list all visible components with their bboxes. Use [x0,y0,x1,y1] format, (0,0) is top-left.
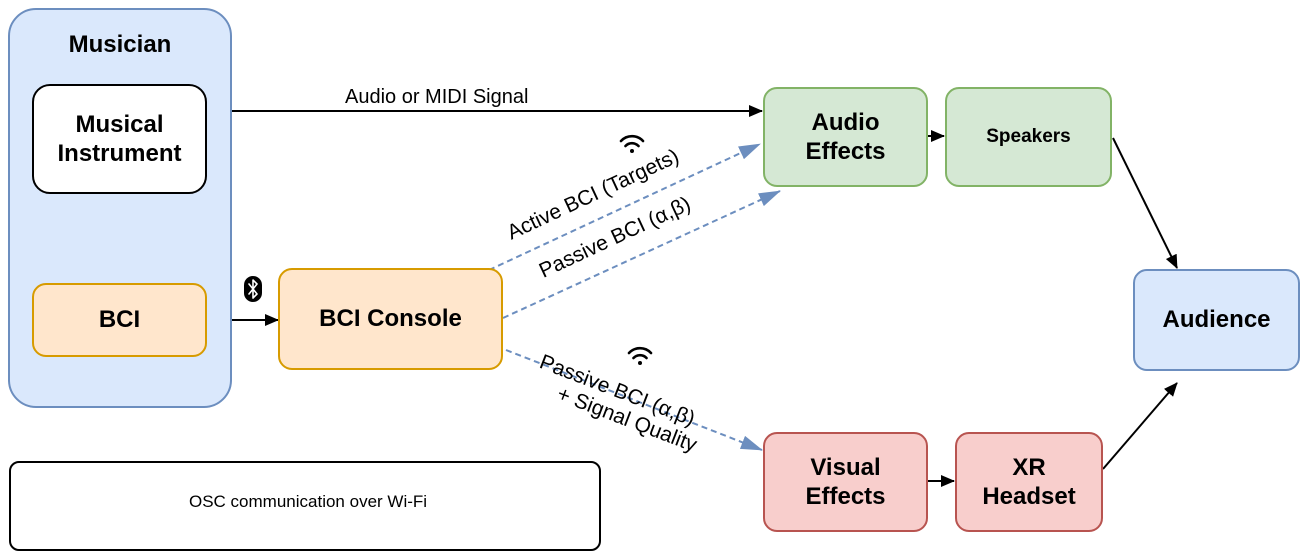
diagram-canvas: Musician Musical Instrument BCI BCI Cons… [8,8,1300,551]
legend-label: OSC communication over Wi-Fi [189,492,428,511]
musician-label: Musician [68,31,172,58]
dashed-arrow-passive-bci-visual [505,349,763,451]
dashed-arrow-active-bci [488,143,761,271]
connectors-layer [33,105,1178,506]
audio-effects-label: Audio Effects [805,108,886,165]
audience-label: Audience [1162,306,1271,334]
audience-node: Audience [1133,269,1300,371]
xr-headset-label: XR Headset [982,453,1076,510]
musical-instrument-label: Musical Instrument [57,110,182,167]
visual-effects-label: Visual Effects [805,453,886,510]
bci-label: BCI [98,306,141,334]
bci-console-node: BCI Console [278,268,503,370]
bci-node: BCI [32,283,207,357]
musical-instrument-node: Musical Instrument [32,84,207,194]
speakers-label: Speakers [986,126,1071,148]
bluetooth-icon [244,276,262,302]
audio-effects-node: Audio Effects [763,87,928,187]
visual-effects-node: Visual Effects [763,432,928,532]
wifi-icon [619,134,645,153]
speakers-node: Speakers [945,87,1112,187]
bci-console-label: BCI Console [319,305,462,333]
edge-label-audio-midi: Audio or MIDI Signal [345,86,529,108]
xr-headset-node: XR Headset [955,432,1103,532]
arrow-speakers-to-audience [1112,137,1178,269]
wifi-icon [627,346,653,365]
dashed-arrow-passive-bci-audio [502,190,781,319]
arrow-xr-to-audience [1102,382,1178,470]
